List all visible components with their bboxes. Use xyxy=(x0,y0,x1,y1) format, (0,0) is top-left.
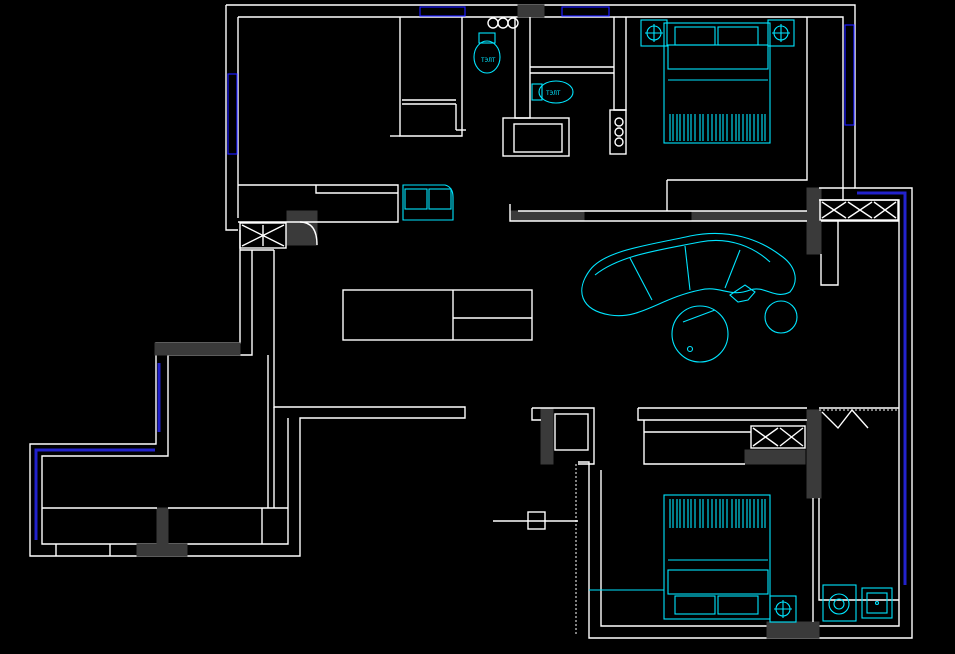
dining-table xyxy=(342,289,533,341)
toilet-2-label: ТЭЛТ xyxy=(546,90,561,97)
bedroom-1-bed xyxy=(640,19,795,144)
bathroom-fixtures: ТЭЛТ ТЭЛТ xyxy=(473,17,624,147)
windows xyxy=(34,6,907,585)
structural-columns xyxy=(136,4,822,639)
bedroom-2-bed xyxy=(589,494,797,623)
kitchen-counter xyxy=(402,184,454,221)
interior-walls xyxy=(42,17,899,636)
toilet-1-label: ТЭЛТ xyxy=(481,57,496,64)
laundry-area xyxy=(822,584,893,622)
sofa-set xyxy=(581,232,798,363)
